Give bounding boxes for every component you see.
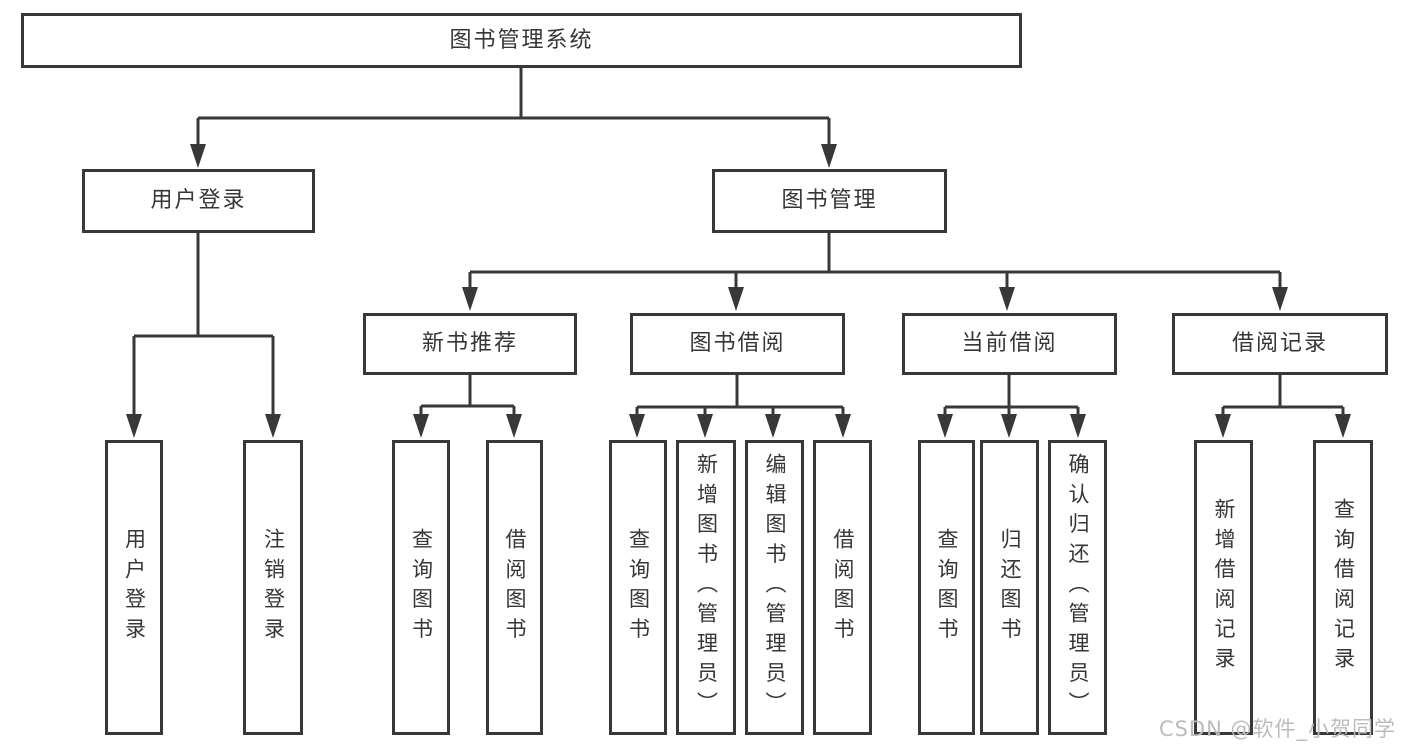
- node-label: 用户登录: [150, 188, 247, 213]
- connector-current-borrow-branch: [943, 375, 1080, 416]
- node-label: 查询图书: [626, 527, 651, 648]
- arrowheads-current-borrow: [937, 414, 1086, 438]
- node-label: 图书管理: [781, 188, 878, 213]
- node-book-management: 图书管理: [712, 169, 947, 233]
- node-borrow-edit-books-admin: 编辑图书（管理员）: [745, 440, 804, 735]
- node-new-book-recommend: 新书推荐: [363, 313, 577, 375]
- node-newbook-borrow-books: 借阅图书: [486, 440, 543, 735]
- arrowheads-user-login: [126, 414, 281, 438]
- connector-book-management-branch: [468, 233, 1282, 290]
- node-label: 借阅记录: [1231, 331, 1328, 356]
- arrowheads-new-book: [413, 414, 522, 438]
- node-borrow-borrow-books: 借阅图书: [813, 440, 872, 735]
- node-label: 确认归还（管理员）: [1066, 453, 1090, 722]
- node-borrow-query-books: 查询图书: [609, 440, 667, 735]
- node-label: 查询图书: [935, 527, 959, 648]
- node-label: 图书借阅: [689, 331, 786, 356]
- node-label: 新增借阅记录: [1212, 498, 1236, 677]
- node-user-login-leaf: 用户登录: [105, 440, 163, 735]
- node-records-query-borrow-record: 查询借阅记录: [1313, 440, 1373, 735]
- connector-user-login-branch: [132, 233, 275, 416]
- arrowheads-level3: [462, 287, 1288, 311]
- node-current-query-books: 查询图书: [918, 440, 975, 735]
- node-label: 借阅图书: [503, 527, 527, 648]
- node-borrow-add-books-admin: 新增图书（管理员）: [676, 440, 736, 735]
- node-label: 借阅图书: [831, 527, 855, 648]
- node-label: 注销登录: [261, 527, 286, 648]
- node-root-library-system: 图书管理系统: [21, 13, 1022, 68]
- arrowheads-level2: [190, 144, 837, 168]
- node-logout-leaf: 注销登录: [243, 440, 303, 735]
- csdn-watermark: CSDN @软件_小贺同学: [1158, 717, 1396, 741]
- node-label: 归还图书: [998, 527, 1022, 648]
- node-current-return-books: 归还图书: [980, 440, 1039, 735]
- node-label: 新书推荐: [421, 331, 518, 356]
- node-current-borrow: 当前借阅: [902, 313, 1117, 375]
- node-label: 用户登录: [122, 527, 147, 648]
- node-user-login: 用户登录: [82, 169, 315, 233]
- connector-borrow-records-branch: [1221, 375, 1345, 416]
- node-book-borrow: 图书借阅: [630, 313, 845, 375]
- node-label: 新增图书（管理员）: [694, 453, 719, 722]
- node-borrow-records: 借阅记录: [1172, 313, 1388, 375]
- node-label: 图书管理系统: [449, 27, 594, 53]
- node-records-add-borrow-record: 新增借阅记录: [1194, 440, 1253, 735]
- arrowheads-book-borrow: [629, 414, 851, 438]
- connector-new-book-branch: [419, 375, 516, 416]
- node-label: 编辑图书（管理员）: [763, 453, 787, 722]
- node-label: 当前借阅: [961, 331, 1058, 356]
- node-newbook-query-books: 查询图书: [392, 440, 450, 735]
- node-current-confirm-return-admin: 确认归还（管理员）: [1048, 440, 1107, 735]
- node-label: 查询借阅记录: [1331, 498, 1356, 677]
- arrowheads-borrow-records: [1215, 414, 1351, 438]
- node-label: 查询图书: [409, 527, 434, 648]
- connector-book-borrow-branch: [635, 375, 845, 416]
- connector-root-to-level2: [196, 68, 831, 146]
